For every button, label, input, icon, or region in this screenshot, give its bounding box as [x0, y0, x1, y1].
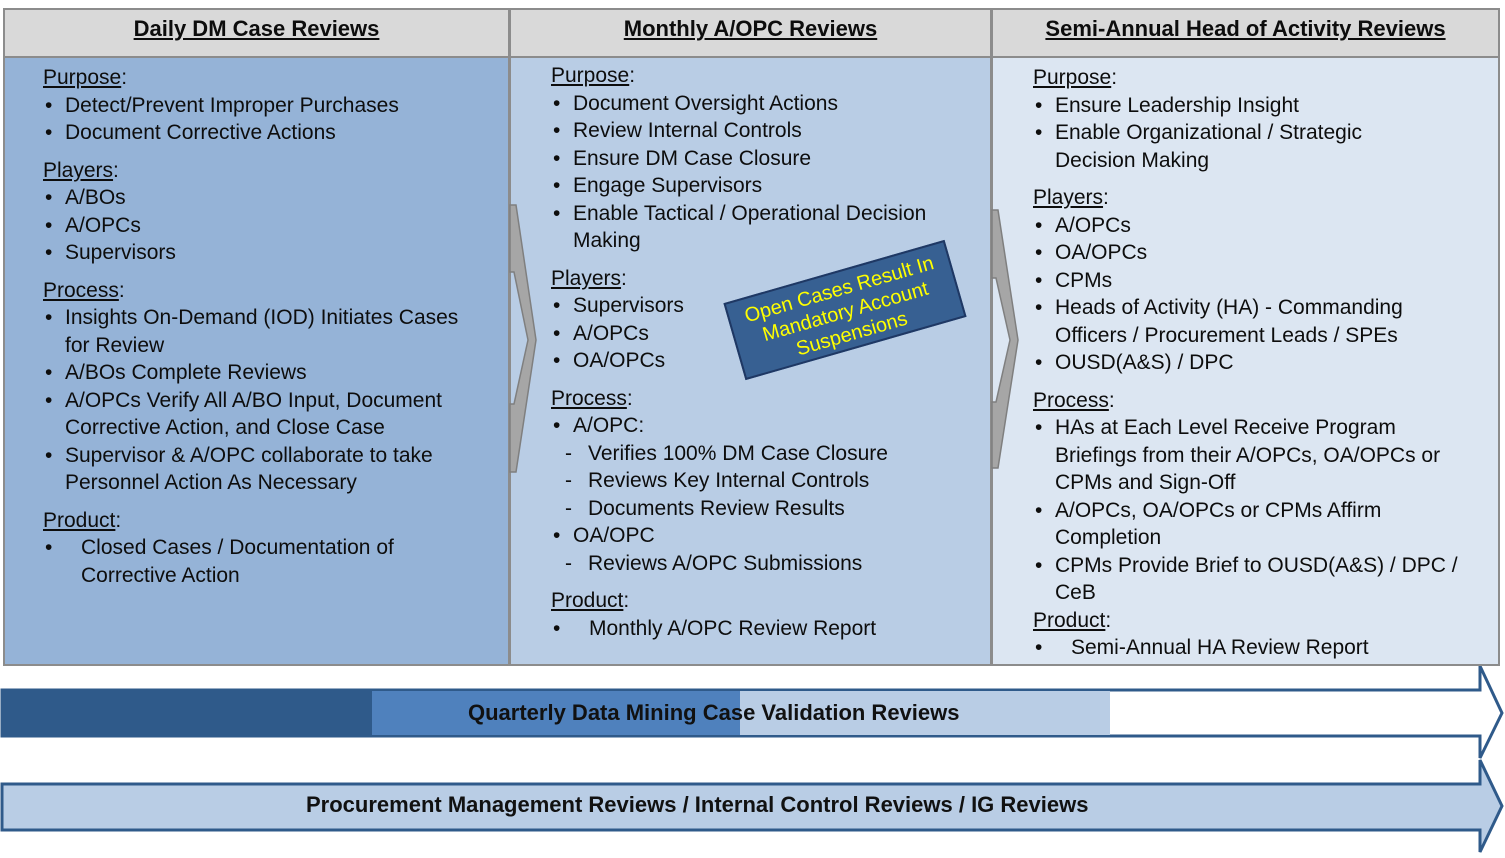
list-item: A/BOs Complete Reviews	[43, 359, 483, 387]
purpose-list: Document Oversight Actions Review Intern…	[551, 90, 971, 255]
list-item: OA/OPCs	[1033, 239, 1453, 267]
list-item: Supervisors	[43, 239, 508, 267]
quarterly-band-light	[740, 691, 1110, 735]
quarterly-band-dark	[2, 691, 374, 735]
list-item: Detect/Prevent Improper Purchases	[43, 92, 508, 120]
product-label: Product	[551, 589, 624, 612]
list-item: Document Oversight Actions	[551, 90, 971, 118]
semiannual-review-column: Semi-Annual Head of Activity Reviews Pur…	[991, 8, 1500, 666]
list-item: A/BOs	[43, 184, 508, 212]
monthly-review-title: Monthly A/OPC Reviews	[511, 10, 990, 58]
daily-review-column: Daily DM Case Reviews Purpose: Detect/Pr…	[3, 8, 510, 666]
procurement-band-label: Procurement Management Reviews / Interna…	[306, 792, 1089, 817]
list-item: A/OPC:	[551, 412, 990, 440]
procurement-arrow	[0, 759, 1504, 853]
players-list: Supervisors A/OPCs OA/OPCs	[551, 292, 990, 375]
list-item: Closed Cases / Documentation of Correcti…	[43, 534, 463, 589]
list-item: CPMs	[1033, 267, 1453, 295]
product-list: Semi-Annual HA Review Report	[1033, 634, 1498, 662]
list-item: Insights On-Demand (IOD) Initiates Cases…	[43, 304, 483, 359]
list-item: Semi-Annual HA Review Report	[1033, 634, 1498, 662]
purpose-label: Purpose	[1033, 66, 1112, 89]
list-item: Heads of Activity (HA) - Commanding Offi…	[1033, 294, 1453, 349]
list-item: OUSD(A&S) / DPC	[1033, 349, 1453, 377]
product-list: Closed Cases / Documentation of Correcti…	[43, 534, 463, 589]
players-label: Players	[551, 266, 622, 290]
list-item: Reviews Key Internal Controls	[551, 467, 990, 495]
list-item: Supervisor & A/OPC collaborate to take P…	[43, 442, 483, 497]
list-item: Enable Tactical / Operational Decision M…	[551, 200, 971, 255]
players-label: Players	[1033, 186, 1104, 209]
list-item: A/OPCs, OA/OPCs or CPMs Affirm Completio…	[1033, 497, 1463, 552]
list-item: CPMs Provide Brief to OUSD(A&S) / DPC / …	[1033, 552, 1463, 607]
list-item: Supervisors	[551, 292, 990, 320]
purpose-label: Purpose	[43, 66, 122, 89]
product-label: Product	[43, 508, 116, 532]
list-item: Ensure Leadership Insight	[1033, 92, 1433, 120]
process-label: Process	[551, 386, 627, 410]
list-item: Monthly A/OPC Review Report	[551, 615, 990, 643]
list-item: Ensure DM Case Closure	[551, 145, 971, 173]
list-item: A/OPCs	[551, 320, 990, 348]
semiannual-review-title: Semi-Annual Head of Activity Reviews	[993, 10, 1498, 58]
list-item: Document Corrective Actions	[43, 119, 508, 147]
list-item: Review Internal Controls	[551, 117, 971, 145]
players-list: A/BOs A/OPCs Supervisors	[43, 184, 508, 267]
list-item: Verifies 100% DM Case Closure	[551, 440, 990, 468]
list-item: A/OPCs Verify All A/BO Input, Document C…	[43, 387, 483, 442]
daily-review-title: Daily DM Case Reviews	[5, 10, 508, 58]
quarterly-band-mid	[372, 691, 742, 735]
product-label: Product	[1033, 608, 1106, 632]
list-item: A/OPCs	[1033, 212, 1453, 240]
quarterly-band-label: Quarterly Data Mining Case Validation Re…	[468, 700, 960, 725]
chevron-arrow-1	[509, 204, 537, 473]
process-list: HAs at Each Level Receive Program Briefi…	[1033, 414, 1463, 607]
purpose-label: Purpose	[551, 64, 630, 87]
process-label: Process	[1033, 388, 1109, 412]
list-item: OA/OPC	[551, 522, 990, 550]
list-item: OA/OPCs	[551, 347, 990, 375]
list-item: A/OPCs	[43, 212, 508, 240]
process-label: Process	[43, 278, 119, 302]
purpose-list: Detect/Prevent Improper Purchases Docume…	[43, 92, 508, 147]
players-list: A/OPCs OA/OPCs CPMs Heads of Activity (H…	[1033, 212, 1453, 377]
list-item: HAs at Each Level Receive Program Briefi…	[1033, 414, 1463, 497]
list-item: Reviews A/OPC Submissions	[551, 550, 990, 578]
product-list: Monthly A/OPC Review Report	[551, 615, 990, 643]
list-item: Documents Review Results	[551, 495, 990, 523]
list-item: Engage Supervisors	[551, 172, 971, 200]
list-item: Enable Organizational / Strategic Decisi…	[1033, 119, 1433, 174]
process-list: Insights On-Demand (IOD) Initiates Cases…	[43, 304, 483, 497]
chevron-arrow-2	[991, 209, 1019, 469]
purpose-list: Ensure Leadership Insight Enable Organiz…	[1033, 92, 1433, 175]
players-label: Players	[43, 158, 114, 182]
process-list: A/OPC: Verifies 100% DM Case Closure Rev…	[551, 412, 990, 577]
